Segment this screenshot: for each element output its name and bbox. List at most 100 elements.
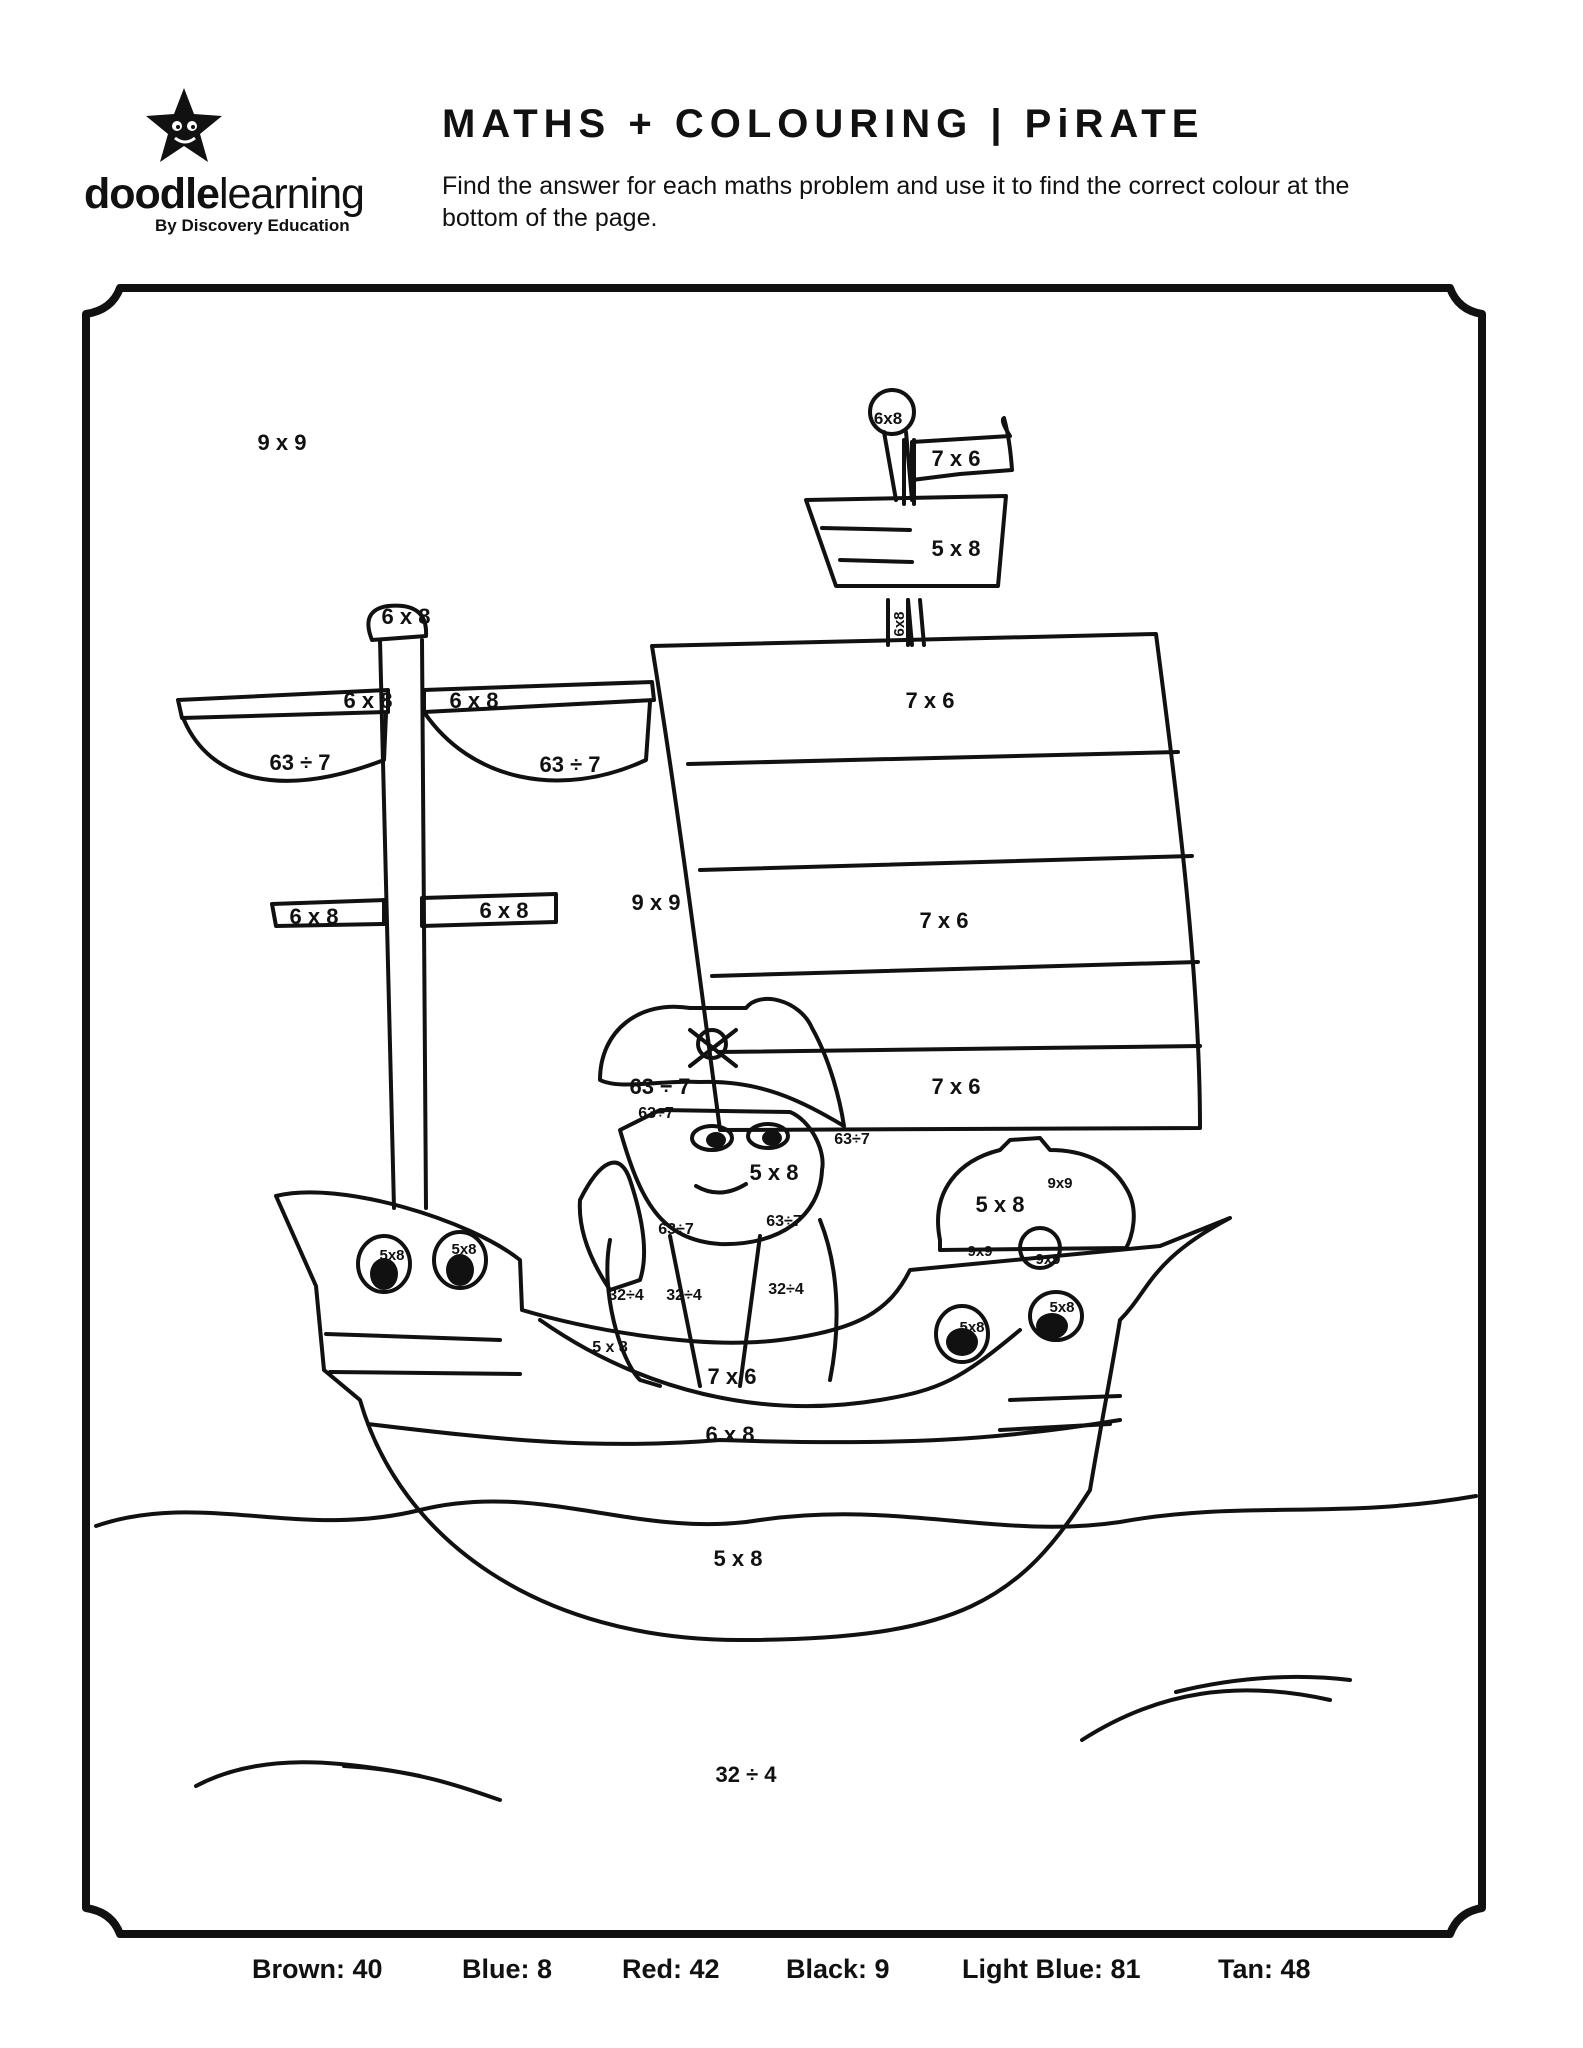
pirate-coat-lapels [668,1234,762,1388]
legend-red: Red: 42 [622,1954,720,1984]
pirate-hat [598,997,846,1128]
problem-sea: 32 ÷ 4 [715,1762,777,1787]
problem-lower-yard-right: 6 x 8 [480,898,529,923]
pirate-eye-right [746,1122,790,1150]
legend-brown: Brown: 40 [252,1954,383,1984]
skull-icon [696,1028,728,1060]
problem-wheel: 5 x 8 [976,1192,1025,1217]
picture-frame [82,284,1486,1938]
problem-hull-band: 6 x 8 [706,1422,755,1447]
main-sail [650,632,1202,1132]
problem-shirt: 7 x 6 [708,1364,757,1389]
problem-porthole-3: 5x8 [959,1319,984,1336]
left-sail-left [182,712,388,783]
wave-1 [194,1760,422,1788]
legend-tan: Tan: 48 [1218,1954,1311,1984]
sea-line [94,1494,1478,1529]
left-mast-knob [366,603,429,642]
rear-mast-knob [868,388,916,436]
lower-yard [270,892,558,928]
wave-4 [1174,1674,1352,1694]
crossbones-icon [688,1028,738,1068]
left-sail-right [422,700,652,783]
problem-main-sail-5: 7 x 6 [932,1074,981,1099]
sail-stripe-2 [698,854,1194,872]
problem-crows-nest: 5 x 8 [932,536,981,561]
page-title: MATHS + COLOURING | PiRATE [442,102,1205,146]
problem-ear: 63÷7 [766,1213,802,1230]
problem-left-sail-right: 63 ÷ 7 [539,752,600,777]
ship-wheel [936,1136,1136,1252]
problem-sky: 9 x 9 [258,430,307,455]
problem-hull: 5 x 8 [714,1546,763,1571]
hull-line-3 [998,1394,1122,1432]
porthole-4 [1028,1290,1084,1342]
problem-left-yard-right: 6 x 8 [450,688,499,713]
porthole-2 [432,1230,488,1290]
problem-coat-left: 32÷4 [608,1287,644,1304]
crows-nest [804,494,1008,588]
pirate-smile [694,1182,748,1195]
logo-byline: By Discovery Education [155,216,350,235]
problem-wheel-b: 9x9 [967,1243,992,1260]
pirate-coat [605,1218,839,1388]
problem-parrot-foot: 5 x 8 [592,1339,628,1356]
wave-3 [1080,1688,1332,1742]
legend-light-blue: Light Blue: 81 [962,1954,1141,1984]
problem-flag: 7 x 6 [932,446,981,471]
rear-mast-band [886,598,910,647]
porthole-1 [356,1234,412,1294]
problem-hat: 63 ÷ 7 [629,1074,690,1099]
legend-black: Black: 9 [786,1954,890,1984]
pirate-pupil-left [706,1132,726,1148]
problem-coat-right: 32÷4 [768,1281,804,1298]
colour-legend: Brown: 40 Blue: 8 Red: 42 Black: 9 Light… [0,1954,1583,1994]
hull-line-1 [328,1370,522,1376]
problem-wheel-a: 9x9 [1047,1175,1072,1192]
problem-left-yard-left: 6 x 8 [344,688,393,713]
flag [910,416,1014,482]
rear-mast-pole [882,430,914,502]
hull-line-2 [324,1332,502,1342]
star-mascot-icon [146,88,222,162]
logo-wordmark: doodlelearning [84,170,365,218]
problem-coat-mid: 32÷4 [666,1287,702,1304]
legend-blue: Blue: 8 [462,1954,553,1984]
problem-porthole-1: 5x8 [379,1247,404,1264]
hull [274,1190,1232,1642]
pirate-eye-left [690,1124,734,1152]
porthole-3 [934,1304,990,1364]
porthole-1-fill [370,1258,398,1290]
problem-porthole-2: 5x8 [451,1241,476,1258]
problem-sky-2: 9 x 9 [632,890,681,915]
problem-wheel-c: 9x9 [1035,1251,1060,1268]
porthole-4-fill [1036,1313,1068,1339]
problem-porthole-4: 5x8 [1049,1299,1074,1316]
problem-rear-mast-band: 6x8 [891,611,908,636]
hull-inner [538,1318,1022,1409]
crows-nest-lines [820,526,914,564]
wave-2 [342,1764,502,1802]
sail-stripe-1 [686,750,1180,766]
pirate-head [618,1108,825,1247]
sail-stripe-4 [716,1044,1202,1054]
doodlelearning-logo: doodlelearning By Discovery Education [84,86,384,246]
pirate-pupil-right [762,1130,782,1146]
problem-main-sail-3: 7 x 6 [920,908,969,933]
problem-face: 5 x 8 [750,1160,799,1185]
problem-hair: 63÷7 [638,1105,674,1122]
problem-lower-yard-left: 6 x 8 [290,904,339,929]
problem-neck: 63÷7 [658,1221,694,1238]
sail-stripe-3 [710,960,1200,978]
wheel-hub [1018,1226,1062,1270]
porthole-3-fill [946,1328,978,1356]
hull-band [366,1418,1122,1446]
problem-hair-right: 63÷7 [834,1131,870,1148]
instructions-text: Find the answer for each maths problem a… [442,172,1350,232]
problem-left-sail-left: 63 ÷ 7 [269,750,330,775]
problem-left-mast-top: 6 x 8 [382,604,431,629]
problem-top-knob: 6x8 [874,409,902,428]
porthole-2-fill [446,1254,474,1286]
problem-main-sail-1: 7 x 6 [906,688,955,713]
